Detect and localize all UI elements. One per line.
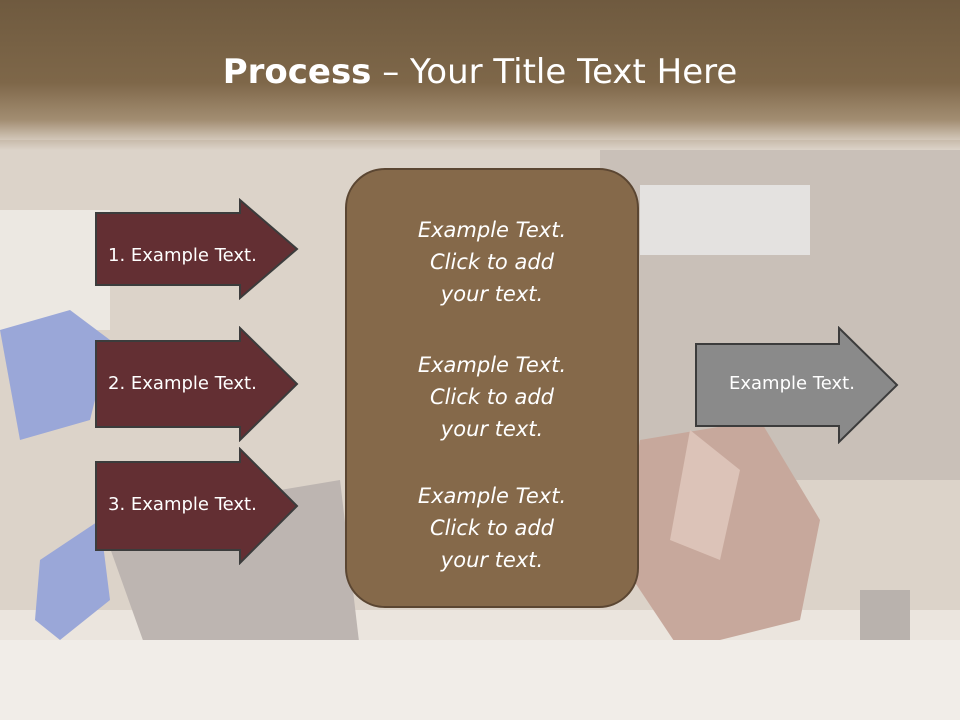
left-arrow-2[interactable] — [94, 326, 300, 442]
center-text-block-3: Example Text. Click to add your text. — [347, 480, 637, 576]
center-text-line: Example Text. — [417, 484, 567, 508]
left-arrow-1-label: 1. Example Text. — [108, 245, 257, 266]
page-title: Process – Your Title Text Here — [0, 52, 960, 92]
center-text-line: Example Text. — [417, 353, 567, 377]
right-arrow-label: Example Text. — [729, 373, 855, 394]
title-bold: Process — [222, 52, 372, 92]
center-text-block-1: Example Text. Click to add your text. — [347, 214, 637, 310]
center-text-line: your text. — [440, 282, 544, 306]
center-text-line: Click to add — [429, 385, 554, 409]
center-text-line: Click to add — [429, 516, 554, 540]
title-bar — [0, 0, 960, 150]
center-text-line: your text. — [440, 417, 544, 441]
title-rest: – Your Title Text Here — [371, 52, 738, 92]
center-text-block-2: Example Text. Click to add your text. — [347, 349, 637, 445]
center-text-line: Example Text. — [417, 218, 567, 242]
left-arrow-3[interactable] — [94, 447, 300, 565]
left-arrow-3-label: 3. Example Text. — [108, 494, 257, 515]
right-arrow[interactable] — [694, 326, 900, 444]
left-arrow-1[interactable] — [94, 198, 300, 300]
left-arrow-2-label: 2. Example Text. — [108, 373, 257, 394]
center-text-line: Click to add — [429, 250, 554, 274]
center-box[interactable]: Example Text. Click to add your text. Ex… — [345, 168, 639, 608]
center-text-line: your text. — [440, 548, 544, 572]
